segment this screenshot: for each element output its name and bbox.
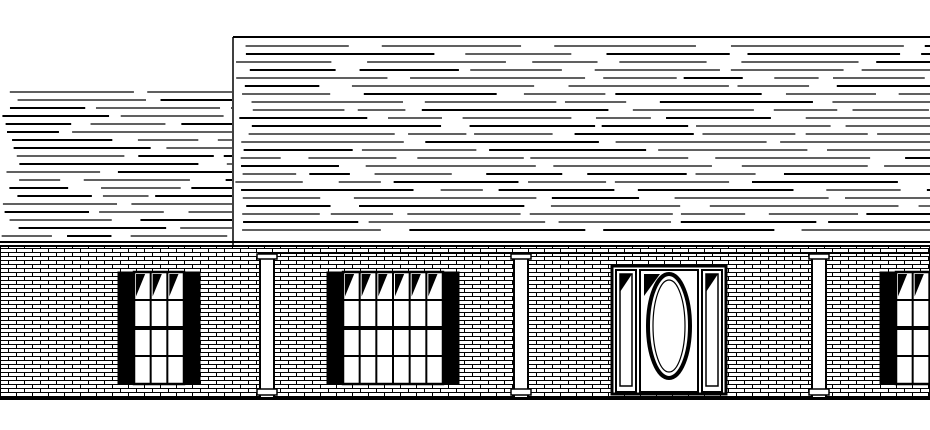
glass-reflection	[136, 274, 146, 297]
shutter	[117, 271, 135, 385]
shutter	[879, 271, 897, 385]
porch-column	[256, 253, 278, 399]
glass-reflection	[345, 274, 355, 297]
porch-column	[808, 253, 830, 399]
glass-reflection	[378, 274, 388, 297]
window-double	[326, 270, 460, 386]
glass-reflection	[914, 274, 924, 297]
glass-reflection	[898, 274, 908, 297]
porch-column	[510, 253, 532, 399]
roof-main-section	[235, 45, 930, 231]
window-right-partial	[879, 270, 930, 386]
roof-left-section	[1, 91, 232, 237]
glass-reflection	[169, 274, 179, 297]
glass-reflection	[361, 274, 371, 297]
shutter	[442, 271, 460, 385]
glass-reflection	[395, 274, 405, 297]
glass-reflection	[428, 274, 438, 297]
door-oval-glass	[646, 272, 692, 380]
glass-reflection	[411, 274, 421, 297]
front-door	[610, 264, 728, 396]
window-left	[117, 270, 201, 386]
glass-reflection	[152, 274, 162, 297]
shutter	[183, 271, 201, 385]
shutter	[326, 271, 344, 385]
